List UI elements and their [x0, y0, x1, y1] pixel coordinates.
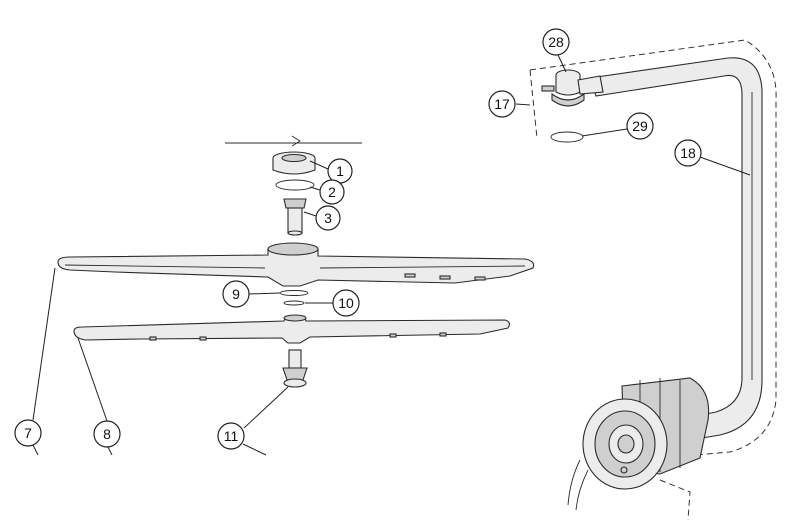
callout-10: 10: [332, 289, 360, 317]
part-shaft: [283, 198, 307, 236]
leader-lines: [32, 54, 751, 456]
callout-label: 9: [232, 286, 240, 302]
part-nut: [272, 151, 316, 175]
part-circulation-pump: [567, 377, 710, 521]
callout-17: 17: [488, 90, 516, 118]
callout-label: 28: [548, 34, 564, 50]
callout-29: 29: [626, 112, 654, 140]
callout-label: 3: [324, 210, 332, 226]
part-seal-ring: [279, 290, 309, 296]
callout-label: 11: [224, 428, 239, 444]
part-hose-gasket: [550, 131, 584, 143]
callout-18: 18: [674, 139, 702, 167]
callout-1: 1: [327, 158, 353, 184]
callout-label: 18: [680, 145, 696, 161]
part-lower-arm-fitting: [282, 349, 308, 388]
callout-label: 1: [336, 163, 344, 179]
part-hose-connector: [541, 69, 604, 107]
spray-nozzles: [404, 273, 486, 281]
reference-line: [225, 135, 362, 147]
part-upper-spray-arm: [57, 242, 535, 287]
callout-2: 2: [319, 179, 345, 205]
callout-9: 9: [222, 280, 250, 308]
callout-label: 2: [328, 184, 336, 200]
callout-label: 10: [338, 295, 354, 311]
part-o-ring: [283, 300, 305, 306]
part-lower-spray-arm: [73, 314, 510, 344]
callout-3: 3: [315, 205, 341, 231]
callout-11: 11: [217, 422, 245, 450]
part-gasket: [275, 179, 315, 191]
callout-28: 28: [542, 28, 570, 56]
callout-label: 8: [103, 426, 111, 442]
callout-8: 8: [93, 420, 121, 448]
callout-label: 29: [632, 118, 648, 134]
callout-label: 7: [24, 425, 32, 441]
spray-nozzles: [149, 332, 447, 341]
callout-label: 17: [494, 96, 510, 112]
callout-7: 7: [14, 419, 42, 447]
